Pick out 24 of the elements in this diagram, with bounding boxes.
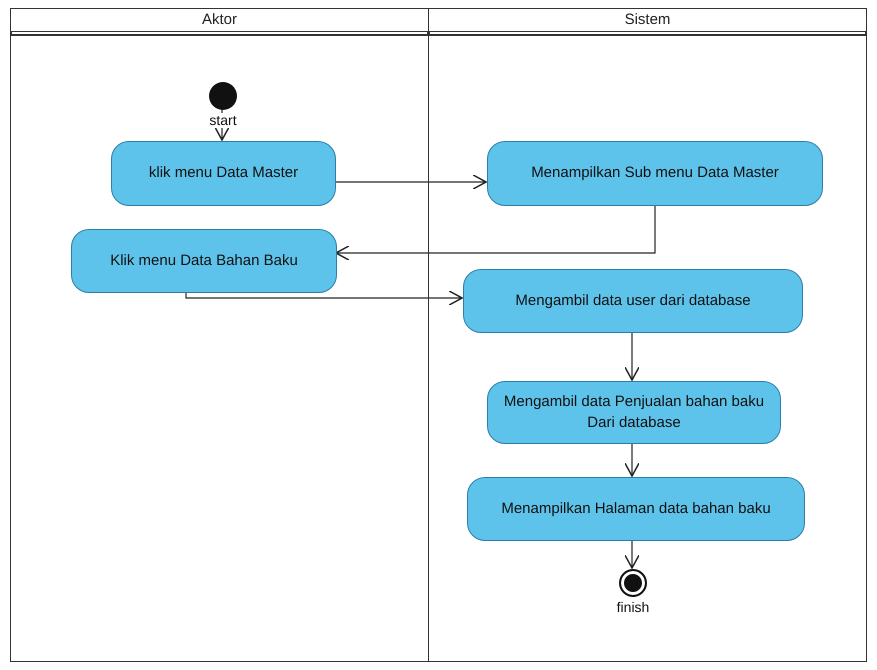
control-flow-arrow [624, 332, 640, 381]
node-caption: start [209, 113, 237, 128]
swimlane [428, 8, 867, 662]
action-box [487, 381, 781, 444]
action-label: Mengambil data user dari database [515, 290, 751, 311]
action-label: Klik menu Data Bahan Baku [110, 250, 298, 271]
action-box [111, 141, 336, 206]
action-label: klik menu Data Master [148, 163, 298, 184]
action-box [463, 269, 803, 333]
control-flow-arrow [335, 174, 487, 190]
control-flow-arrow [624, 443, 640, 477]
action-box [487, 141, 823, 206]
control-flow-arrow [185, 290, 463, 306]
swimlane [10, 8, 429, 662]
action-label: Mengambil data Penjualan bahan baku Dari database [502, 392, 766, 432]
action-box [467, 477, 805, 541]
action-label: Menampilkan Sub menu Data Master [531, 163, 779, 184]
action-box [71, 229, 337, 293]
control-flow-arrow [335, 205, 656, 261]
node-caption: finish [616, 600, 650, 616]
final-node [619, 569, 647, 597]
action-label: Menampilkan Halaman data bahan baku [501, 498, 771, 519]
initial-node [209, 82, 237, 110]
control-flow-arrow [624, 540, 640, 569]
